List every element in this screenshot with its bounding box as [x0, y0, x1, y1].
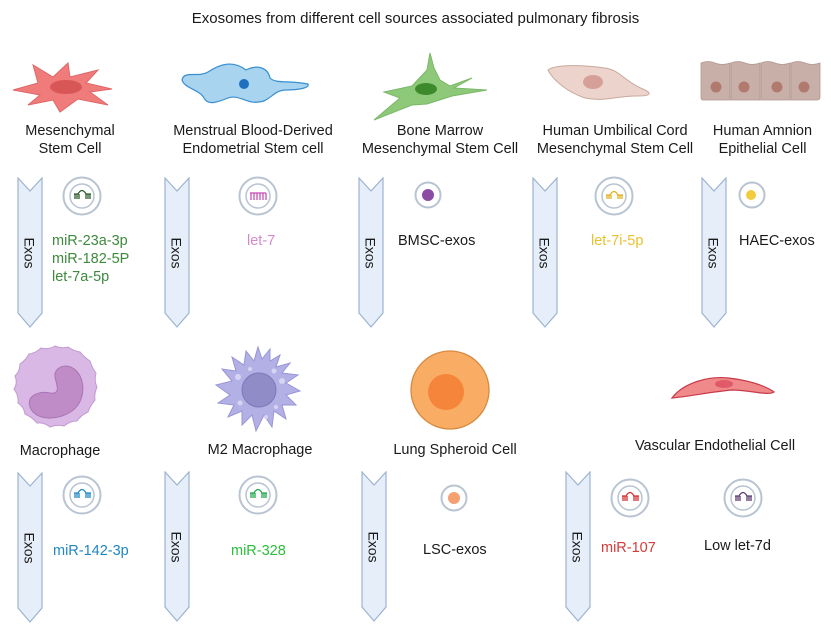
cell-label-bone-marrow-msc: Bone Marrow Mesenchymal Stem Cell — [350, 122, 530, 158]
cell-label-line: Mesenchymal Stem Cell — [361, 141, 519, 157]
m2-macrophage-icon — [214, 345, 302, 433]
exos-arrow: Exos — [164, 176, 190, 329]
cell-label-line: Stem Cell — [38, 141, 102, 157]
cell-label-mesenchymal-stem-cell: Mesenchymal Stem Cell — [5, 122, 135, 158]
exos-arrow: Exos — [17, 176, 43, 329]
exosome-label: HAEC-exos — [739, 233, 815, 249]
mirna-hairpin-icon — [594, 176, 634, 216]
cell-label-line: M2 Macrophage — [207, 442, 313, 458]
exos-arrow: Exos — [164, 470, 190, 623]
mirna-label: miR-23a-3p — [52, 233, 128, 249]
mirna-label: miR-182-5P — [52, 251, 130, 267]
cell-label-line: Endometrial Stem cell — [182, 141, 324, 157]
exos-label: Exos — [363, 237, 379, 269]
cell-label-endometrial-stem-cell: Menstrual Blood-Derived Endometrial Stem… — [158, 122, 348, 158]
mirna-label: let-7 — [247, 233, 276, 249]
umbilical-cord-msc-icon — [547, 65, 650, 100]
mirna-hairpin-icon — [610, 478, 650, 518]
exos-arrow: Exos — [701, 176, 727, 329]
mirna-hairpin-icon — [238, 475, 278, 515]
cell-label-line: Menstrual Blood-Derived — [173, 123, 333, 139]
cell-label-line: Vascular Endothelial Cell — [634, 438, 796, 454]
exos-arrow: Exos — [358, 176, 384, 329]
exos-arrow: Exos — [361, 470, 387, 623]
endometrial-stem-cell-icon — [181, 63, 309, 104]
mesenchymal-stem-cell-icon — [12, 61, 113, 113]
cell-label-umbilical-cord-msc: Human Umbilical Cord Mesenchymal Stem Ce… — [525, 122, 705, 158]
mirna-hairpin-icon — [62, 475, 102, 515]
cell-label-amnion-epithelial-cell: Human Amnion Epithelial Cell — [700, 122, 825, 158]
exos-label: Exos — [169, 531, 185, 563]
cell-label-line: Human Amnion — [712, 123, 813, 139]
cell-label-m2-macrophage: M2 Macrophage — [195, 441, 325, 459]
cell-label-line: Human Umbilical Cord — [542, 123, 688, 139]
cargo-list-msc: miR-23a-3p miR-182-5P let-7a-5p — [52, 232, 129, 286]
exos-label: Exos — [537, 237, 553, 269]
exos-arrow: Exos — [565, 470, 591, 623]
mirna-label: miR-107 — [601, 540, 656, 556]
exosome-label: LSC-exos — [423, 542, 487, 558]
amnion-epithelial-cell-icon — [700, 61, 821, 101]
exos-label: Exos — [706, 237, 722, 269]
cell-label-lung-spheroid-cell: Lung Spheroid Cell — [385, 441, 525, 459]
cell-label-line: Mesenchymal — [25, 123, 115, 139]
exosome-dot-icon — [414, 181, 442, 209]
vascular-endothelial-cell-icon — [670, 377, 776, 399]
exos-label: Exos — [22, 532, 38, 564]
mirna-label: Low let-7d — [704, 538, 771, 554]
exos-label: Exos — [169, 237, 185, 269]
macrophage-icon — [13, 345, 98, 428]
mirna-hairpin-icon — [62, 176, 102, 216]
exos-arrow: Exos — [17, 471, 43, 624]
bone-marrow-msc-icon — [373, 52, 488, 121]
exosome-label: BMSC-exos — [398, 233, 476, 249]
exos-label: Exos — [570, 531, 586, 563]
cell-label-line: Bone Marrow — [396, 123, 484, 139]
cell-label-line: Lung Spheroid Cell — [393, 442, 517, 458]
mirna-label: miR-328 — [231, 543, 286, 559]
cell-label-macrophage: Macrophage — [10, 442, 110, 460]
figure-title: Exosomes from different cell sources ass… — [191, 10, 640, 27]
mirna-hairpin-icon — [723, 478, 763, 518]
mirna-label: let-7i-5p — [591, 233, 644, 249]
exos-label: Exos — [366, 531, 382, 563]
exosome-dot-icon — [738, 181, 766, 209]
exosome-dot-icon — [440, 484, 468, 512]
cell-label-vascular-endothelial-cell: Vascular Endothelial Cell — [615, 437, 815, 455]
lung-spheroid-cell-icon — [410, 350, 490, 430]
mirna-comb-icon — [238, 176, 278, 216]
cell-label-line: Epithelial Cell — [718, 141, 807, 157]
mirna-label: let-7a-5p — [52, 269, 110, 285]
exos-arrow: Exos — [532, 176, 558, 329]
cell-label-line: Macrophage — [19, 443, 101, 459]
exos-label: Exos — [22, 237, 38, 269]
cell-label-line: Mesenchymal Stem Cell — [536, 141, 694, 157]
mirna-label: miR-142-3p — [53, 543, 129, 559]
